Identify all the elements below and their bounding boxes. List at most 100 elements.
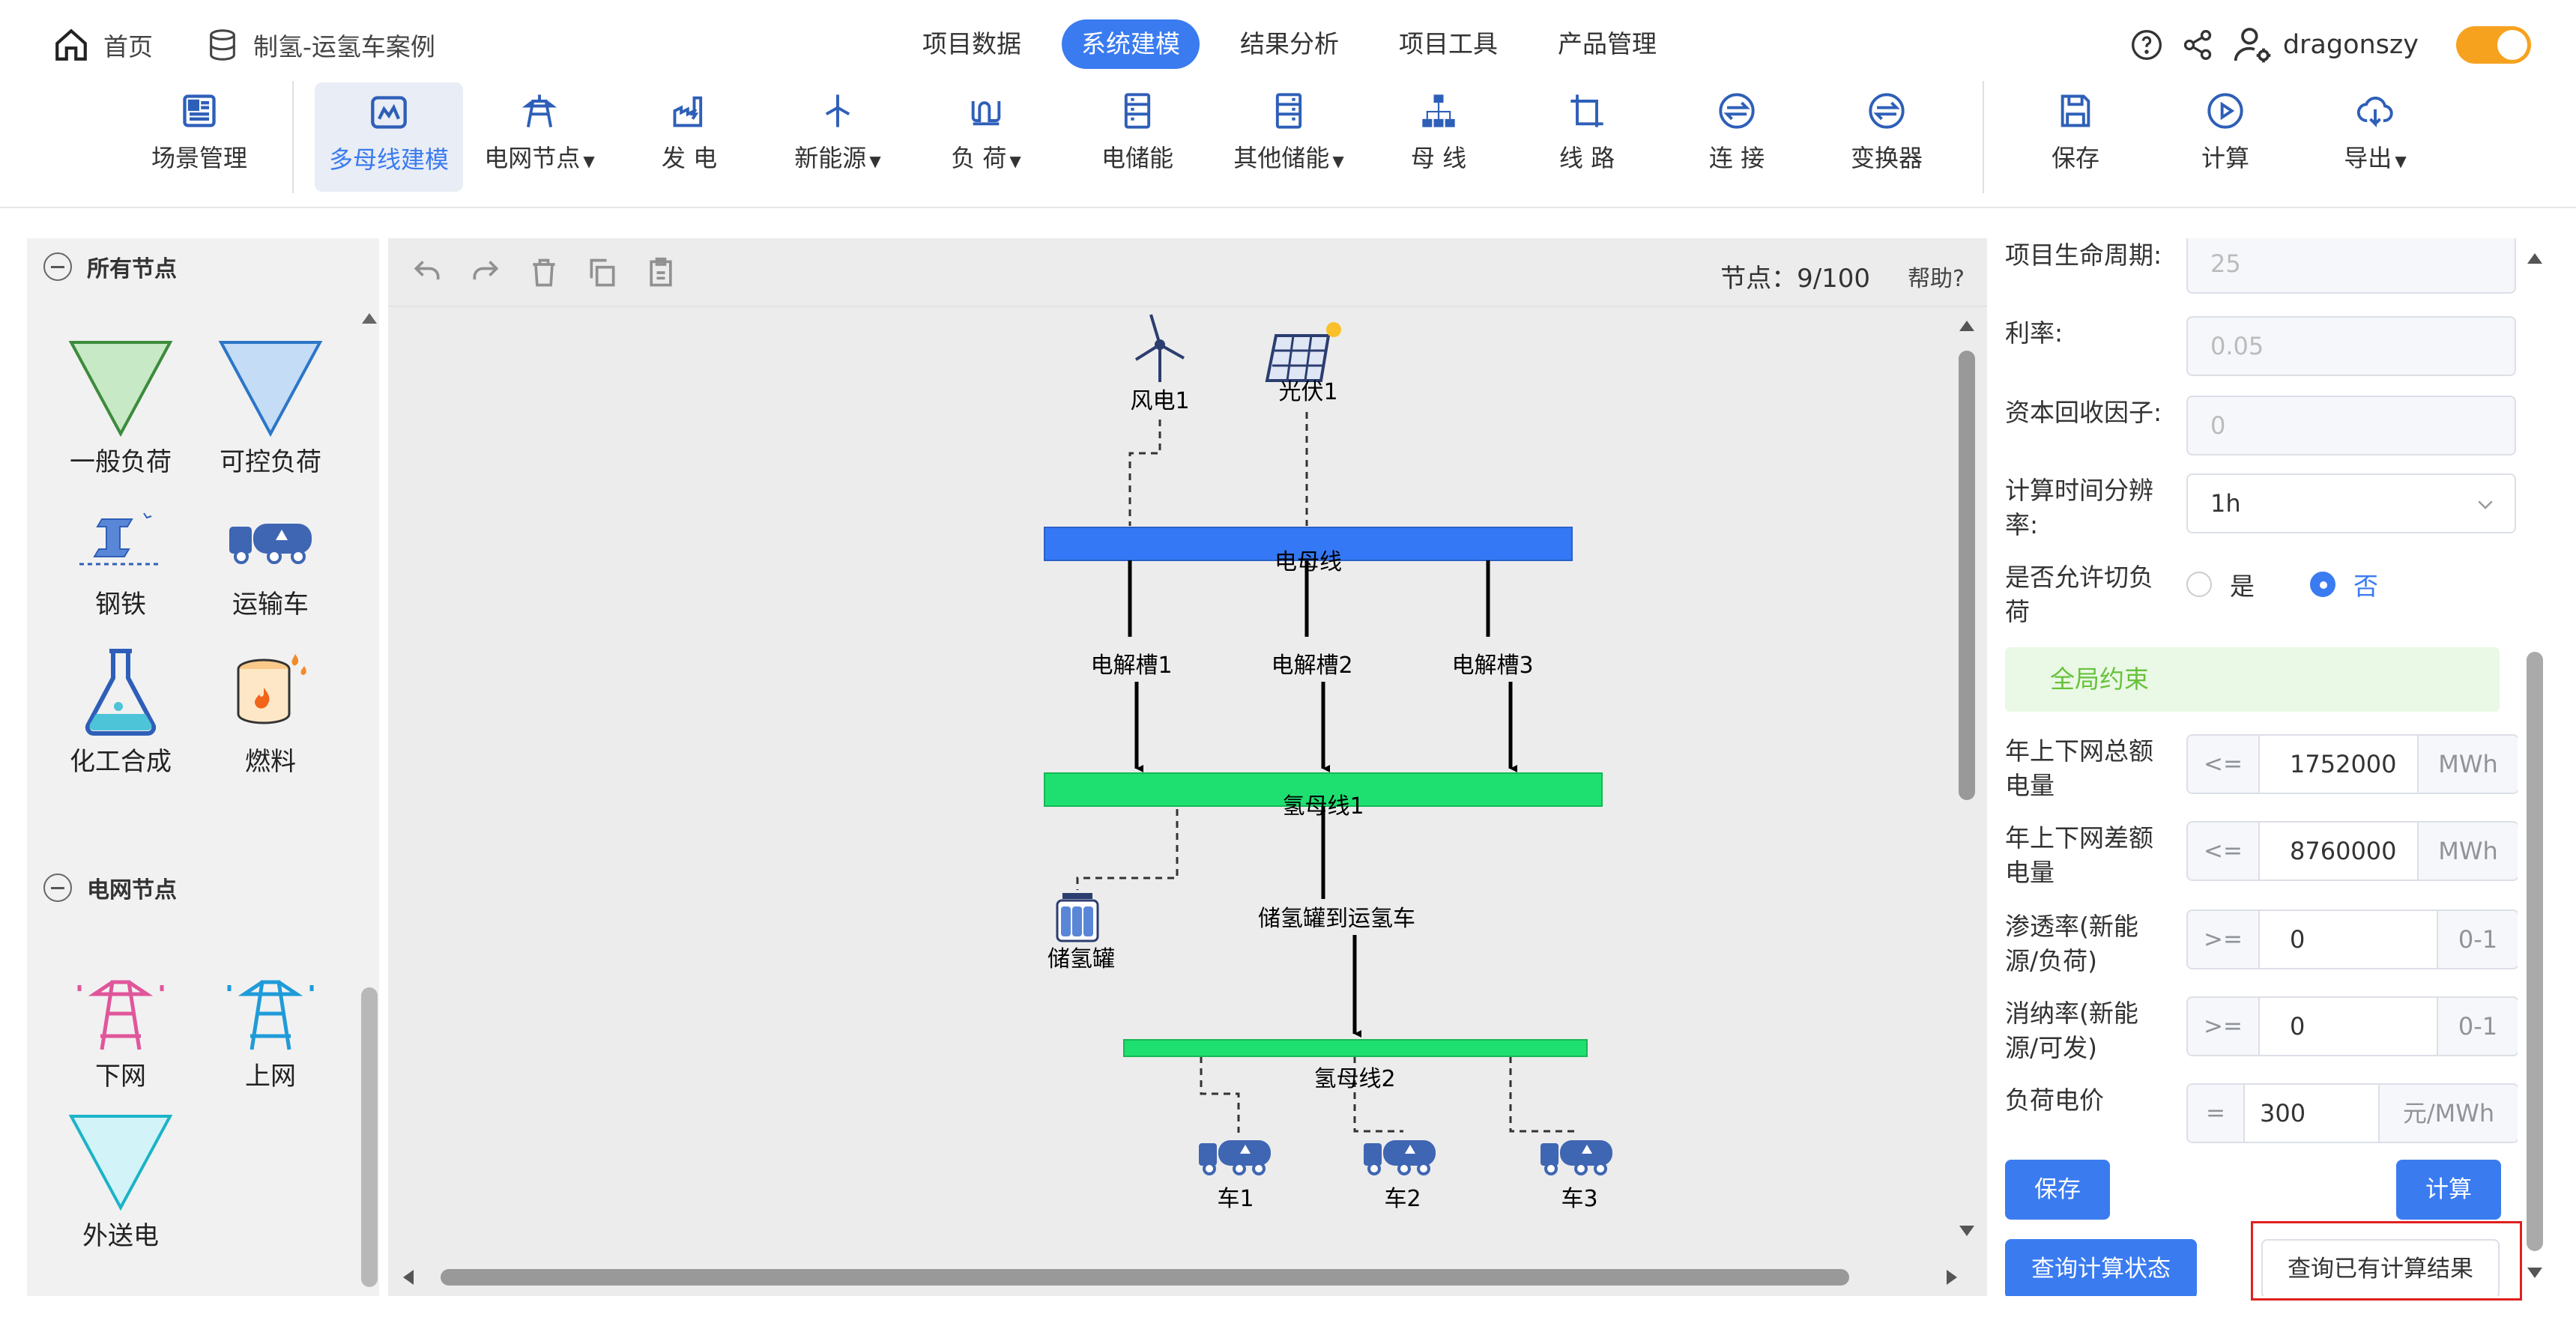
toolbar-line[interactable]: 线 路 <box>1520 81 1654 193</box>
toolbar-connect[interactable]: 连 接 <box>1669 81 1804 193</box>
radio-yes-label[interactable]: 是 <box>2230 572 2255 601</box>
tab-project-data[interactable]: 项目数据 <box>922 29 1021 58</box>
panel-scroll-thumb[interactable] <box>2527 652 2543 1251</box>
hydrogen-bus-2-node[interactable]: 氢母线2 <box>1123 1039 1588 1092</box>
time-resolution-select[interactable]: 1h <box>2186 473 2516 533</box>
palette-scroll-thumb[interactable] <box>361 987 378 1287</box>
project-link[interactable]: 制氢-运氢车案例 <box>205 27 435 63</box>
redo-icon[interactable] <box>469 256 502 292</box>
save-button[interactable]: 保存 <box>2005 1160 2110 1220</box>
toolbar-export[interactable]: 导出▼ <box>2308 81 2443 193</box>
truck-2-label: 车2 <box>1384 1186 1421 1212</box>
capital-recovery-input[interactable]: 0 <box>2186 396 2516 455</box>
truck-icon <box>1541 1140 1612 1175</box>
palette-node-controllable-load[interactable]: 可控负荷 <box>199 339 342 478</box>
tank-to-truck-label[interactable]: 储氢罐到运氢车 <box>1258 906 1415 932</box>
palette-node-chemical-synthesis[interactable]: 化工合成 <box>49 647 192 778</box>
query-status-button[interactable]: 查询计算状态 <box>2005 1239 2197 1296</box>
radio-yes[interactable] <box>2186 572 2212 597</box>
diagram-canvas[interactable]: 节点：9/100 帮助? <box>388 238 1987 1296</box>
annual-total-input[interactable]: 1752000 <box>2260 736 2417 793</box>
hydrogen-tank-node[interactable]: 储氢罐 <box>1047 893 1115 972</box>
theme-toggle[interactable] <box>2456 26 2531 64</box>
panel-scrollbar[interactable] <box>2525 238 2545 1296</box>
canvas-horizontal-scrollbar[interactable] <box>396 1266 1977 1289</box>
consumption-input[interactable]: 0 <box>2260 998 2437 1055</box>
palette-scrollbar[interactable] <box>360 310 379 1292</box>
lifecycle-input[interactable]: 25 <box>2186 238 2516 294</box>
share-icon[interactable] <box>2181 28 2214 61</box>
global-constraints-header[interactable]: 全局约束 <box>2005 647 2500 712</box>
load-price-input[interactable]: 300 <box>2245 1085 2378 1142</box>
electrolyzer-1-label[interactable]: 电解槽1 <box>1090 653 1172 679</box>
toolbar-scene-management[interactable]: 场景管理 <box>132 81 267 193</box>
canvas-vertical-thumb[interactable] <box>1959 351 1975 800</box>
cloud-download-icon <box>2356 97 2393 128</box>
canvas-vertical-scrollbar[interactable] <box>1957 313 1977 1242</box>
tab-result-analysis[interactable]: 结果分析 <box>1240 29 1339 58</box>
user-settings-icon[interactable] <box>2232 24 2274 66</box>
interest-rate-input[interactable]: 0.05 <box>2186 316 2516 376</box>
tab-system-modeling[interactable]: 系统建模 <box>1062 19 1200 69</box>
help-icon[interactable] <box>2130 28 2163 61</box>
export-triangle-icon <box>68 1115 173 1211</box>
hydrogen-bus-1-node[interactable]: 氢母线1 <box>1044 772 1603 820</box>
toolbar: 场景管理 多母线建模 电网节点▼ 发 电 新能源▼ 负 荷▼ 电储能 <box>0 81 2576 208</box>
collapse-icon[interactable] <box>43 874 72 902</box>
toolbar-load[interactable]: 负 荷▼ <box>919 81 1053 193</box>
dashed-links <box>1076 412 1579 1133</box>
palette-node-grid-down[interactable]: 下网 <box>49 969 192 1092</box>
database-icon <box>210 29 235 61</box>
toolbar-bus[interactable]: 母 线 <box>1371 81 1506 193</box>
palette-header-all-nodes[interactable]: 所有节点 <box>43 250 177 283</box>
username[interactable]: dragonszy <box>2282 30 2419 60</box>
wind-node[interactable]: 风电1 <box>1130 314 1190 414</box>
truck-3-node[interactable]: 车3 <box>1541 1140 1612 1212</box>
transport-truck-icon <box>229 524 312 564</box>
copy-icon[interactable] <box>586 256 619 292</box>
toolbar-electric-storage[interactable]: 电储能 <box>1070 81 1205 193</box>
steel-icon <box>79 512 162 566</box>
tab-project-tools[interactable]: 项目工具 <box>1399 29 1498 58</box>
pv-node[interactable]: 光伏1 <box>1265 322 1341 405</box>
truck-2-node[interactable]: 车2 <box>1364 1140 1436 1212</box>
home-link[interactable]: 首页 <box>52 26 153 64</box>
hydrogen-tank-label: 储氢罐 <box>1047 946 1115 972</box>
paste-icon[interactable] <box>644 256 677 292</box>
delete-icon[interactable] <box>527 256 560 292</box>
help-link[interactable]: 帮助? <box>1908 265 1965 292</box>
palette-node-fuel[interactable]: 燃料 <box>199 647 342 778</box>
toolbar-multi-bus-modeling[interactable]: 多母线建模 <box>315 82 463 192</box>
toolbar-new-energy[interactable]: 新能源▼ <box>770 81 905 193</box>
palette-node-transport-truck[interactable]: 运输车 <box>199 504 342 620</box>
calculate-button[interactable]: 计算 <box>2396 1160 2501 1220</box>
query-results-button[interactable]: 查询已有计算结果 <box>2261 1239 2500 1296</box>
annual-diff-input[interactable]: 8760000 <box>2260 823 2417 880</box>
system-diagram[interactable]: 风电1 光伏1 电母线 <box>388 307 1969 1281</box>
hydrogen-bus-2-bar <box>1123 1039 1588 1057</box>
palette-node-general-load[interactable]: 一般负荷 <box>49 339 192 478</box>
toolbar-generation[interactable]: 发 电 <box>622 81 757 193</box>
toolbar-calculate[interactable]: 计算 <box>2158 81 2293 193</box>
electrolyzer-2-label[interactable]: 电解槽2 <box>1271 653 1352 679</box>
electrolyzer-3-label[interactable]: 电解槽3 <box>1451 653 1533 679</box>
radio-no[interactable] <box>2310 572 2335 597</box>
palette-header-grid-nodes[interactable]: 电网节点 <box>43 871 177 904</box>
annual-diff-group: <= 8760000 MWh <box>2186 821 2518 881</box>
truck-icon <box>1199 1140 1271 1175</box>
toolbar-grid-nodes[interactable]: 电网节点▼ <box>472 81 607 193</box>
collapse-icon[interactable] <box>43 252 72 281</box>
tab-product-management[interactable]: 产品管理 <box>1558 29 1657 58</box>
undo-icon[interactable] <box>411 256 444 292</box>
tank-to-truck-link[interactable] <box>1321 806 1361 1038</box>
toolbar-converter[interactable]: 变换器 <box>1819 81 1954 193</box>
radio-no-label[interactable]: 否 <box>2353 572 2378 601</box>
penetration-input[interactable]: 0 <box>2260 911 2437 968</box>
toolbar-other-storage[interactable]: 其他储能▼ <box>1214 81 1364 193</box>
palette-node-grid-up[interactable]: 上网 <box>199 969 342 1092</box>
palette-node-export-power[interactable]: 外送电 <box>49 1113 192 1252</box>
truck-1-node[interactable]: 车1 <box>1199 1140 1271 1212</box>
canvas-horizontal-thumb[interactable] <box>441 1269 1849 1286</box>
toolbar-save[interactable]: 保存 <box>2008 81 2143 193</box>
palette-node-steel[interactable]: 钢铁 <box>49 504 192 620</box>
